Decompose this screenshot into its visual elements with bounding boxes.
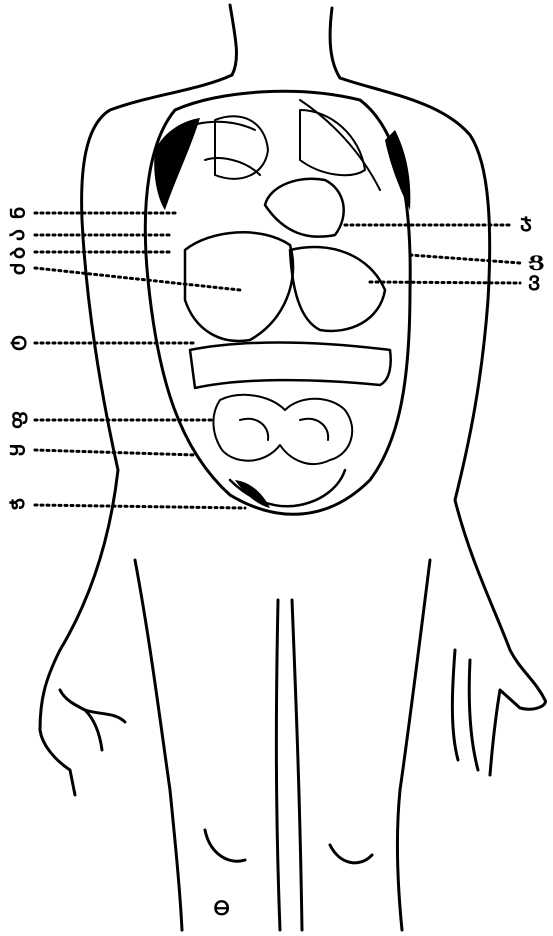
right-hand: [452, 650, 545, 775]
body-outline-left: [40, 75, 232, 730]
body-outline-right: [340, 78, 545, 700]
label-left-1: Ნ: [7, 207, 27, 220]
label-left-4: Ძ: [7, 263, 27, 276]
small-intestine: [213, 395, 352, 464]
left-leg: [135, 560, 182, 930]
inner-legs: [276, 600, 302, 930]
label-left-3: Ბ: [7, 247, 27, 260]
neck-outline: [230, 5, 340, 78]
label-left-7: Ყ: [7, 444, 27, 457]
label-right-3: Ვ: [528, 273, 540, 293]
pointer-right-2: [410, 255, 520, 263]
colon: [190, 343, 391, 389]
stomach: [290, 247, 385, 331]
label-left-2: Ა: [7, 229, 27, 241]
label-left-5: Ტ: [9, 335, 29, 351]
right-leg: [397, 560, 430, 930]
label-bottom: Ꮎ: [214, 898, 230, 918]
rib-cage: [180, 100, 380, 190]
label-right-2: Ց: [528, 253, 545, 273]
label-left-6: Ფ: [10, 411, 30, 429]
lung-right: [300, 110, 365, 175]
label-left-8: Ჭ: [7, 498, 27, 510]
heart: [265, 179, 344, 237]
pelvis-shading: [235, 480, 270, 508]
left-hand: [40, 690, 125, 795]
pointer-left-8: [35, 505, 245, 508]
pointer-left-4: [35, 268, 240, 290]
label-right-1: Ჯ: [520, 214, 532, 234]
pointer-right-3: [370, 282, 520, 283]
knee-right: [330, 845, 372, 863]
chest-shading-right: [385, 130, 410, 210]
knee-left: [205, 830, 245, 861]
